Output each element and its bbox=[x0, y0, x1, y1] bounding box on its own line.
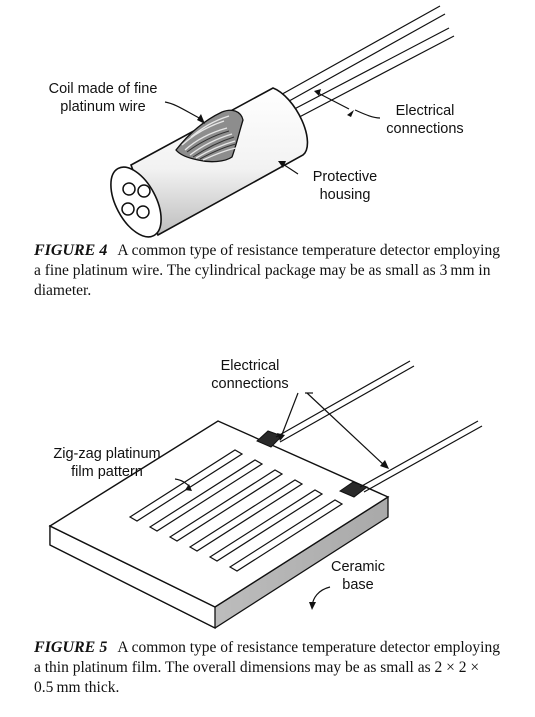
ceramic-base bbox=[48, 420, 390, 630]
label-electrical-connections-line2: connections bbox=[386, 121, 463, 137]
film-lead-wires bbox=[275, 360, 483, 493]
label-protective-housing-line1: Protective bbox=[313, 169, 377, 185]
label-ceramic-base-line1: Ceramic bbox=[331, 559, 385, 575]
label-coil-line1: Coil made of fine bbox=[49, 81, 158, 97]
ceramic-base-top bbox=[48, 420, 390, 608]
figure4-caption-label: FIGURE 4 bbox=[34, 242, 108, 259]
contact-pads bbox=[256, 430, 369, 498]
figure5-leaders bbox=[174, 392, 386, 607]
housing-end-face bbox=[110, 166, 162, 238]
label-zigzag-pattern-line1: Zig-zag platinum bbox=[53, 446, 160, 462]
label-film-electrical-connections-line2: connections bbox=[211, 376, 288, 392]
lead-wires bbox=[267, 5, 455, 125]
label-film-electrical-connections-line1: Electrical bbox=[221, 358, 280, 374]
label-electrical-connections-line1: Electrical bbox=[396, 103, 455, 119]
label-protective-housing-line2: housing bbox=[320, 187, 371, 203]
label-zigzag-pattern-line2: film pattern bbox=[71, 464, 143, 480]
wire-bores bbox=[121, 182, 151, 219]
label-coil-line2: platinum wire bbox=[60, 99, 145, 115]
figure5-arrowheads bbox=[185, 433, 389, 610]
zigzag-film-pattern bbox=[128, 449, 344, 572]
figure4-arrowheads bbox=[197, 89, 354, 168]
figure5-caption-label: FIGURE 5 bbox=[34, 639, 108, 656]
figure5-caption-text: A common type of resistance temperature … bbox=[34, 639, 500, 696]
figure4-caption-text: A common type of resistance temperature … bbox=[34, 242, 500, 299]
figure4-diagram: Coil made of fine platinum wire Electric… bbox=[49, 5, 464, 238]
platinum-coil-cutaway bbox=[175, 109, 244, 163]
label-ceramic-base-line2: base bbox=[342, 577, 373, 593]
